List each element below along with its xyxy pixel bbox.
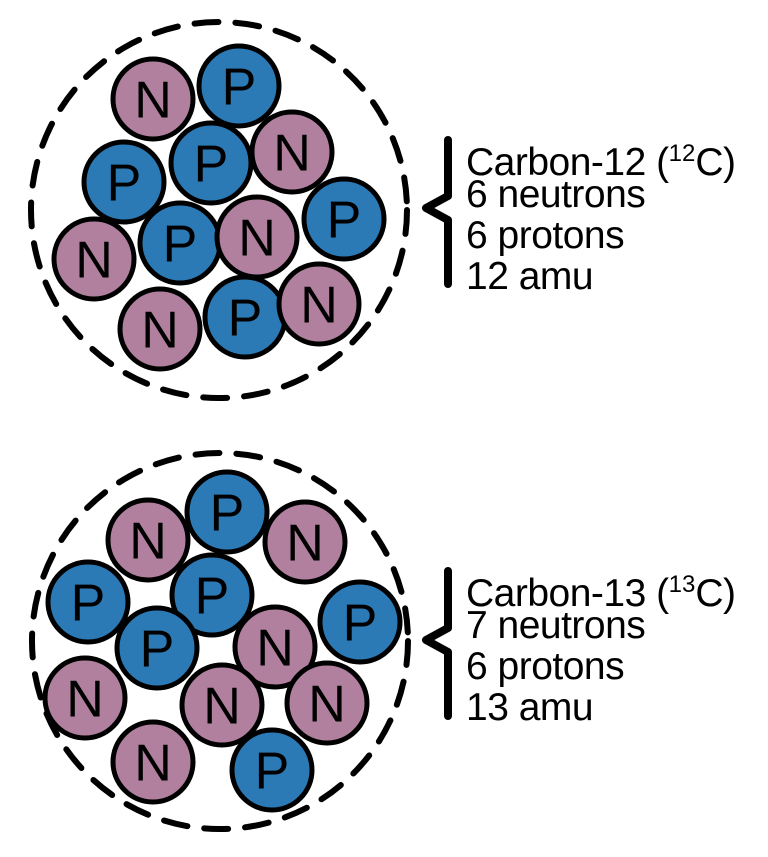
neutron-circle bbox=[105, 497, 191, 583]
carbon-12-mass-superscript: 12 bbox=[668, 140, 696, 167]
proton-circle bbox=[317, 579, 403, 665]
neutron-circle bbox=[179, 662, 265, 748]
proton-circle bbox=[169, 552, 255, 638]
proton-letter: P bbox=[107, 155, 142, 213]
neutron-circle bbox=[110, 56, 196, 142]
proton-circle bbox=[114, 605, 200, 691]
neutron-letter: N bbox=[308, 676, 346, 734]
proton-circle bbox=[45, 559, 131, 645]
neutron-letter: N bbox=[286, 515, 324, 573]
proton-circle bbox=[196, 43, 282, 129]
carbon-12-title-text: Carbon-12 ( bbox=[466, 141, 669, 184]
proton-circle bbox=[168, 120, 254, 206]
neutron-circle bbox=[276, 261, 362, 347]
carbon-13-mass: 13 amu bbox=[466, 686, 594, 729]
neutron-letter: N bbox=[141, 302, 179, 360]
proton-circle bbox=[81, 139, 167, 225]
carbon-12-mass: 12 amu bbox=[466, 255, 594, 298]
carbon-12-symbol: C) bbox=[695, 141, 736, 184]
carbon-13-proton-count: 6 protons bbox=[466, 645, 625, 688]
proton-letter: P bbox=[71, 575, 106, 633]
neutron-letter: N bbox=[203, 678, 241, 736]
carbon-12-boundary bbox=[28, 19, 410, 401]
carbon-12-neutron-count: 6 neutrons bbox=[466, 173, 646, 216]
neutron-letter: N bbox=[256, 620, 294, 678]
proton-letter: P bbox=[210, 485, 245, 543]
neutron-circle bbox=[117, 286, 203, 372]
neutron-letter: N bbox=[66, 671, 104, 729]
neutron-letter: N bbox=[134, 72, 172, 130]
carbon-12-title: Carbon-12 (12C) bbox=[466, 133, 736, 183]
carbon-13-title: Carbon-13 (13C) bbox=[466, 564, 736, 614]
carbon-12-label: Carbon-12 (12C) 6 neutrons 6 protons 12 … bbox=[466, 133, 736, 298]
proton-circle bbox=[184, 469, 270, 555]
carbon-13-brace bbox=[422, 567, 452, 720]
neutron-circle bbox=[232, 604, 318, 690]
carbon-13-label: Carbon-13 (13C) 7 neutrons 6 protons 13 … bbox=[466, 564, 736, 729]
carbon-12-brace bbox=[422, 136, 452, 288]
neutron-letter: N bbox=[129, 513, 167, 571]
carbon-13-symbol: C) bbox=[695, 572, 736, 615]
neutron-circle bbox=[110, 719, 196, 805]
proton-letter: P bbox=[163, 216, 198, 274]
neutron-circle bbox=[284, 660, 370, 746]
proton-letter: P bbox=[343, 595, 378, 653]
proton-letter: P bbox=[228, 290, 263, 348]
carbon-12-proton-count: 6 protons bbox=[466, 214, 625, 257]
proton-letter: P bbox=[140, 621, 175, 679]
carbon-13-mass-superscript: 13 bbox=[668, 571, 696, 598]
carbon-13-boundary bbox=[29, 450, 411, 832]
proton-letter: P bbox=[255, 743, 290, 801]
proton-letter: P bbox=[194, 136, 229, 194]
proton-letter: P bbox=[327, 192, 362, 250]
neutron-letter: N bbox=[238, 210, 276, 268]
proton-circle bbox=[301, 176, 387, 262]
neutron-circle bbox=[42, 655, 128, 741]
proton-letter: P bbox=[195, 568, 230, 626]
neutron-circle bbox=[262, 499, 348, 585]
proton-circle bbox=[229, 727, 315, 813]
neutron-circle bbox=[51, 216, 137, 302]
neutron-letter: N bbox=[273, 125, 311, 183]
proton-letter: P bbox=[222, 59, 257, 117]
carbon-13-title-text: Carbon-13 ( bbox=[466, 572, 669, 615]
neutron-letter: N bbox=[75, 232, 113, 290]
carbon-13-neutron-count: 7 neutrons bbox=[466, 604, 646, 647]
neutron-letter: N bbox=[300, 277, 338, 335]
neutron-letter: N bbox=[134, 735, 172, 793]
